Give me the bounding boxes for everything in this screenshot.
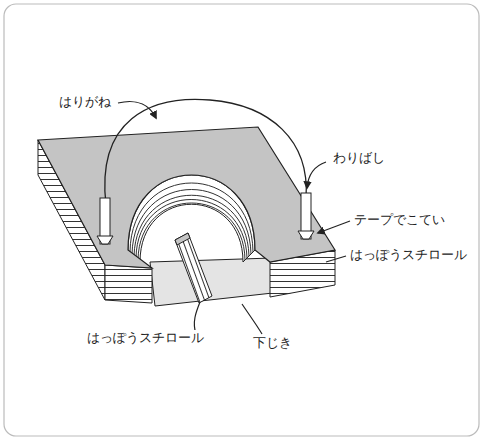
tape <box>298 231 314 239</box>
foam-piece-top <box>175 233 190 245</box>
part-label: わりばし <box>332 150 386 166</box>
part-label: はっぽうスチロール <box>349 247 468 263</box>
part-label: 下じき <box>252 335 293 351</box>
foam-piece <box>175 233 212 303</box>
part-label: テープでこてい <box>353 212 446 228</box>
wire <box>105 99 306 205</box>
leader-lines <box>118 101 350 334</box>
frame <box>4 4 479 436</box>
tape <box>97 236 113 244</box>
part-label: はりがね <box>58 94 112 110</box>
foam-layers <box>105 265 152 303</box>
part-label: はっぽうスチロール <box>86 330 205 346</box>
